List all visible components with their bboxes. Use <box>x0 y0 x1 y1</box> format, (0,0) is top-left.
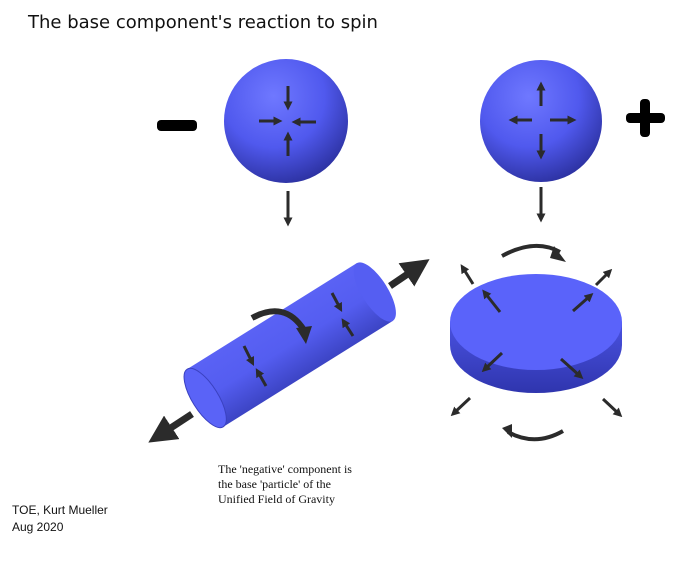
minus-sign <box>157 120 197 131</box>
credit-author: TOE, Kurt Mueller <box>12 503 108 517</box>
caption: The 'negative' component is the base 'pa… <box>218 462 408 507</box>
caption-line: Unified Field of Gravity <box>218 492 335 506</box>
plus-sign <box>626 99 665 137</box>
positive-sphere <box>480 60 602 182</box>
caption-line: the base 'particle' of the <box>218 477 331 491</box>
credit-date: Aug 2020 <box>12 520 64 534</box>
caption-line: The 'negative' component is <box>218 462 352 476</box>
diagram-title: The base component's reaction to spin <box>28 12 378 33</box>
negative-sphere <box>224 59 348 183</box>
negative-cylinder <box>148 259 430 443</box>
credit: TOE, Kurt Mueller Aug 2020 <box>12 502 108 536</box>
positive-disk <box>450 244 623 442</box>
transition-arrows <box>283 187 546 227</box>
